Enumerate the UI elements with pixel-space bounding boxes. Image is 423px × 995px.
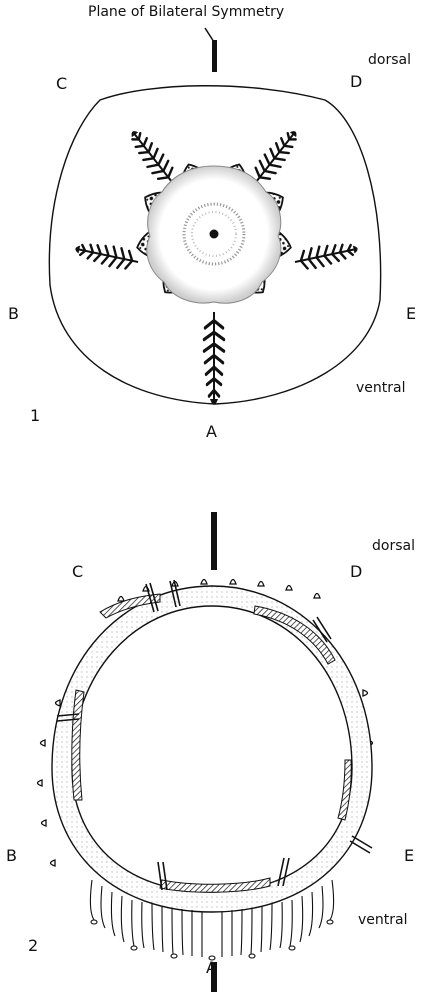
mouth-dot — [210, 230, 219, 239]
ring-clamps — [57, 580, 372, 890]
diagram-title: Plane of Bilateral Symmetry — [88, 4, 284, 20]
ring-spines — [38, 580, 373, 867]
fig1-number: 1 — [30, 406, 40, 425]
fig1-arm-d-label: D — [350, 72, 362, 91]
fig2-arm-a-label: A — [206, 958, 217, 977]
figure-2 — [38, 580, 373, 961]
fig2-dorsal-label: dorsal — [372, 538, 415, 554]
fig2-arm-c-label: C — [72, 562, 83, 581]
fig1-dorsal-label: dorsal — [368, 52, 411, 68]
fig2-arm-d-label: D — [350, 562, 362, 581]
fig1-ventral-label: ventral — [356, 380, 406, 396]
fig1-arm-c-label: C — [56, 74, 67, 93]
fig2-arm-e-label: E — [404, 846, 414, 865]
fig1-arm-b-label: B — [8, 304, 19, 323]
central-disc — [147, 166, 281, 303]
symmetry-plane-marker-top — [212, 40, 217, 72]
fig2-ventral-label: ventral — [358, 912, 408, 928]
ring-outer-band — [52, 586, 372, 912]
fig1-arm-e-label: E — [406, 304, 416, 323]
fig1-arm-a-label: A — [206, 422, 217, 441]
fig2-number: 2 — [28, 936, 38, 955]
symmetry-arrow-pointer — [205, 28, 214, 42]
symmetry-plane-marker-middle — [211, 512, 217, 570]
fig2-arm-b-label: B — [6, 846, 17, 865]
figure-1 — [49, 28, 380, 405]
